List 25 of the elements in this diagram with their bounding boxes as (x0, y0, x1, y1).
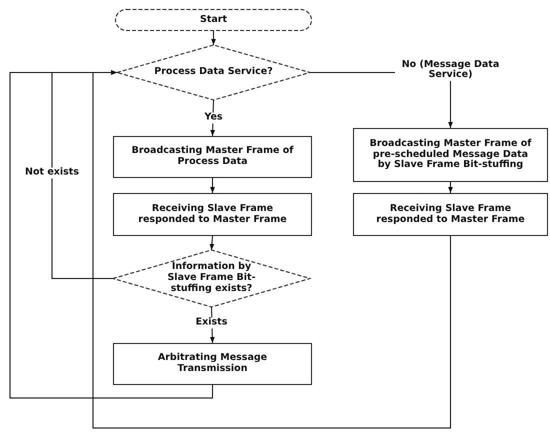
arrow (211, 30, 216, 46)
node-text: Broadcasting Master Frame of pre-scheduled Message Data by Slave Frame Bit-stuffing (368, 138, 532, 172)
process-box (113, 343, 312, 385)
decision-diamond (113, 250, 310, 307)
process-box (113, 136, 312, 178)
arrow (92, 70, 451, 428)
edge-label: Not exists (24, 168, 80, 178)
node-text: Receiving Slave Frame responded to Master Frame (137, 204, 288, 226)
node-text: Receiving Slave Frame responded to Master Frame (375, 204, 526, 226)
process-box (353, 193, 548, 236)
node-text: Information by Slave Frame Bit-stuffing exists? (166, 262, 257, 295)
process-box (113, 193, 312, 236)
edge-label: Yes (203, 112, 224, 124)
arrow (448, 182, 453, 194)
edge-label: Exists (194, 318, 228, 328)
decision-diamond (117, 45, 310, 100)
node-text: Arbitrating Message Transmission (156, 353, 268, 375)
start-terminal (115, 9, 312, 31)
process-box (353, 128, 548, 182)
arrow (10, 70, 213, 398)
arrow (210, 178, 215, 194)
node-text: Start (200, 14, 228, 26)
node-text: Broadcasting Master Frame of Process Data (130, 146, 294, 168)
arrow (210, 236, 214, 250)
node-text: Process Data Service? (153, 67, 274, 78)
